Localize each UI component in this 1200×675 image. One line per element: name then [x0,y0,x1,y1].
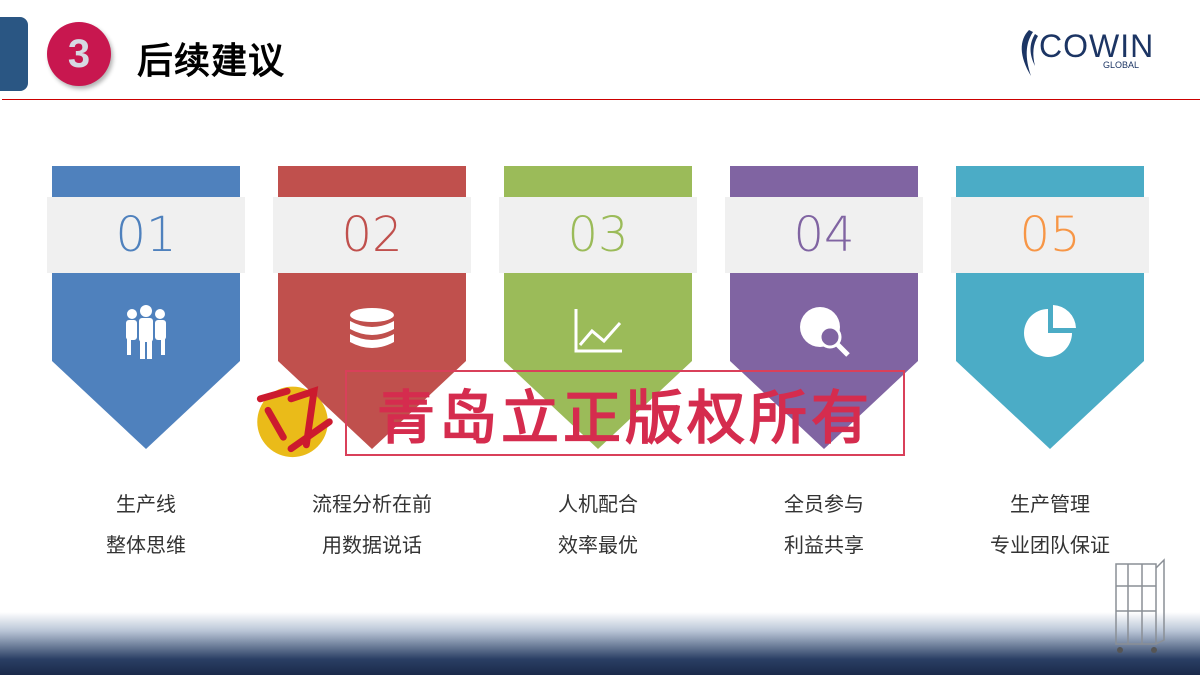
trolley-image [1115,558,1165,653]
cowin-logo: COWIN GLOBAL [1015,28,1165,78]
card-caption: 生产线 整体思维 [52,484,240,566]
card-top-band [730,166,918,197]
pie-chart-icon [1024,305,1076,357]
caption-line-2: 整体思维 [106,533,186,557]
card-05: 05 [951,166,1149,449]
section-tab [0,17,28,91]
card-top-band [504,166,692,197]
caption-line-1: 生产管理 [1010,492,1090,516]
card-number: 01 [47,197,245,273]
card-04: 04 [725,166,923,449]
caption-line-2: 利益共享 [784,533,864,557]
card-01: 01 [47,166,245,449]
card-caption: 流程分析在前 用数据说话 [278,484,466,566]
card-02: 02 [273,166,471,449]
page-title: 后续建议 [137,41,286,82]
database-icon [350,308,394,348]
caption-line-2: 专业团队保证 [990,533,1110,557]
card-number: 04 [725,197,923,273]
caption-line-2: 效率最优 [558,533,638,557]
caption-line-2: 用数据说话 [322,533,422,557]
card-caption: 全员参与 利益共享 [730,484,918,566]
caption-line-1: 人机配合 [558,492,638,516]
copyright-watermark: 青岛立正版权所有 [345,370,905,456]
card-top-band [278,166,466,197]
caption-line-1: 全员参与 [784,492,864,516]
stander-seal-logo [256,386,333,458]
card-number: 02 [273,197,471,273]
people-icon [126,305,166,359]
card-caption: 人机配合 效率最优 [504,484,692,566]
card-top-band [52,166,240,197]
line-chart-icon [574,309,622,353]
card-chevron [956,273,1144,449]
card-number: 03 [499,197,697,273]
header-divider [2,99,1200,100]
card-number: 05 [951,197,1149,273]
caption-line-1: 生产线 [116,492,176,516]
card-chevron [52,273,240,449]
footer-band [0,612,1200,675]
globe-search-icon [800,307,850,357]
section-number-badge: 3 [47,22,111,86]
caption-line-1: 流程分析在前 [312,492,432,516]
card-top-band [956,166,1144,197]
card-03: 03 [499,166,697,449]
card-caption: 生产管理 专业团队保证 [956,484,1144,566]
